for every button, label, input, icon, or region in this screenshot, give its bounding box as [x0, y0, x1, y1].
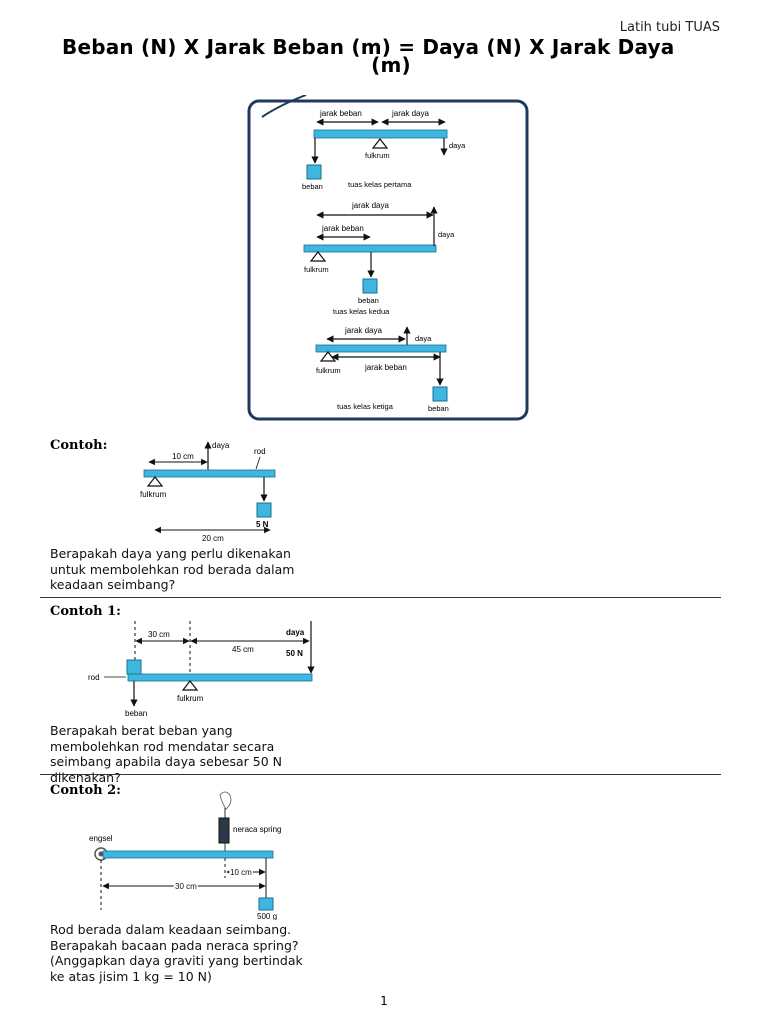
fulkrum-triangle — [309, 251, 327, 262]
label-neraca: neraca spring — [233, 825, 281, 834]
contoh2-figure: neraca spring engsel 10 cm 30 cm 500 g — [89, 791, 281, 920]
load-box — [432, 386, 448, 402]
contoh-question: Berapakah daya yang perlu dikenakan untu… — [50, 546, 295, 592]
lever-rod — [127, 673, 313, 682]
label-jarak-beban: jarak beban — [364, 363, 407, 372]
load-box — [126, 659, 142, 675]
lever-rod — [102, 850, 274, 859]
page-number: 1 — [380, 994, 388, 1008]
lever-rod — [315, 344, 447, 353]
contoh1-figure: 30 cm 45 cm daya 50 N rod fulkrum beban — [88, 621, 315, 718]
contoh1-heading: Contoh 1: — [50, 604, 121, 619]
caption-kelas-1: tuas kelas pertama — [348, 180, 412, 189]
lever-rod — [313, 129, 448, 139]
pen-mark — [261, 95, 307, 118]
lever-rod — [303, 244, 437, 253]
figure-border — [247, 99, 529, 421]
label-daya: daya — [438, 230, 455, 239]
dist-label: 30 cm — [148, 630, 170, 639]
label-fulkrum: fulkrum — [140, 490, 167, 499]
contoh-figure: 10 cm daya rod fulkrum 5 N 20 cm — [140, 441, 276, 543]
title-line-1: Beban (N) X Jarak Beban (m) = Daya (N) X… — [62, 35, 675, 59]
label-daya: daya — [415, 334, 432, 343]
lever-class-3: jarak daya daya fulkrum jarak beban beba… — [315, 326, 449, 413]
label-beban: beban — [358, 296, 379, 305]
load-box — [256, 502, 272, 518]
contoh2-heading: Contoh 2: — [50, 783, 121, 798]
rod-pointer — [255, 456, 261, 470]
lever-class-2: jarak daya jarak beban daya fulkrum beba… — [303, 201, 455, 316]
load-box — [306, 164, 322, 180]
caption-kelas-2: tuas kelas kedua — [333, 307, 390, 316]
label-jarak-daya: jarak daya — [351, 201, 389, 210]
fulkrum-triangle — [371, 138, 389, 149]
contoh-heading: Contoh: — [50, 438, 108, 453]
label-fulkrum: fulkrum — [177, 694, 204, 703]
neraca-spring-icon — [218, 817, 230, 844]
header-note: Latih tubi TUAS — [619, 20, 720, 35]
label-daya: daya — [212, 441, 230, 450]
label-fulkrum: fulkrum — [365, 151, 390, 160]
label-beban: beban — [302, 182, 323, 191]
dist-label: 10 cm — [230, 868, 252, 877]
load-label: 5 N — [256, 520, 269, 529]
label-daya: daya — [286, 628, 305, 637]
label-fulkrum: fulkrum — [304, 265, 329, 274]
label-jarak-daya: jarak daya — [344, 326, 382, 335]
dist-label: 45 cm — [232, 645, 254, 654]
label-beban: beban — [428, 404, 449, 413]
contoh2-question: Rod berada dalam keadaan seimbang. Berap… — [50, 922, 303, 984]
label-jarak-beban: jarak beban — [321, 224, 364, 233]
hand-icon — [219, 791, 232, 810]
lever-rod — [143, 469, 276, 478]
caption-kelas-3: tuas kelas ketiga — [337, 402, 394, 411]
label-beban: beban — [125, 709, 147, 718]
lever-classes-figure: jarak beban jarak daya fulkrum daya beba… — [247, 95, 529, 421]
label-jarak-beban: jarak beban — [319, 109, 362, 118]
label-engsel: engsel — [89, 834, 113, 843]
label-rod: rod — [254, 447, 266, 456]
fulkrum-triangle — [146, 476, 164, 487]
lever-class-1: jarak beban jarak daya fulkrum daya beba… — [302, 109, 466, 191]
contoh1-question: Berapakah berat beban yang membolehkan r… — [50, 723, 283, 785]
fulkrum-triangle — [181, 680, 199, 691]
force-label: 50 N — [286, 649, 303, 658]
load-box — [362, 278, 378, 294]
label-jarak-daya: jarak daya — [391, 109, 429, 118]
divider — [40, 774, 721, 775]
dist-label: 10 cm — [172, 452, 194, 461]
label-rod: rod — [88, 673, 100, 682]
page-title: Beban (N) X Jarak Beban (m) = Daya (N) X… — [62, 35, 702, 77]
dist-label: 30 cm — [175, 882, 197, 891]
mass-label: 500 g — [257, 912, 277, 920]
label-fulkrum: fulkrum — [316, 366, 341, 375]
label-daya: daya — [449, 141, 466, 150]
dist-label: 20 cm — [202, 534, 224, 543]
hinge-pin — [98, 851, 104, 857]
divider — [40, 597, 721, 598]
fulkrum-triangle — [319, 351, 337, 362]
title-line-2: (m) — [371, 53, 411, 77]
mass-box — [258, 897, 274, 911]
